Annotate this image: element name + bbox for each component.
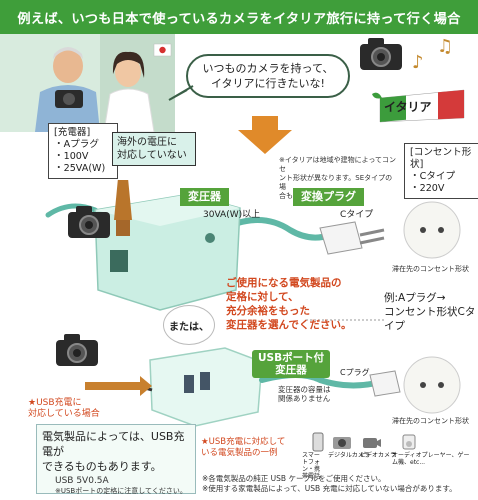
outlet-spec-line: ・220V [410,183,445,194]
usb-info-box: 電気製品によっては、USB充電が できるものもあります。 USB 5V0.5A … [36,424,196,495]
footnote-line-1: ※各電気製品の純正 USB ケーブルをご使用ください。 [202,474,386,483]
usb-info-line-4: ※USBポートの定格に注意してください。 [55,487,187,495]
italy-footnote-line-2: ント形状が異なります。SEタイプの場 [279,174,393,191]
charger-spec-header: [充電器] [54,127,91,138]
example-text: 例:Aプラグ→ コンセント形状Cタイプ [384,291,478,333]
speech-bubble: いつものカメラを持って、 イタリアに行きたいな! [186,54,350,98]
voltage-note: 海外の電圧に 対応していない [112,132,196,166]
advice-line-2: 定格に対して、 [226,291,299,303]
audio-player-icon [402,434,416,450]
conversion-plug [319,221,385,255]
usb-supported-line-1: ★USB充電に [28,398,82,408]
device-examples-title: ★USB充電に対応して いる電気製品の一例 [201,437,285,459]
charger-spec-line: ・25VA(W) [54,163,106,174]
device-examples-title-2: いる電気製品の一例 [201,448,278,458]
cable-diagram [45,180,461,427]
outlet-spec-header: [コンセント形状] [410,147,472,170]
c-plug-label: Cプラグ [340,368,370,377]
usb-capacity-line-2: 関係ありません [278,394,331,403]
camera-icon [68,206,110,238]
example-line-1: 例:Aプラグ→ [384,292,446,304]
device-label-camera: デジタルカメラ [328,452,370,459]
device-label-smartphone: スマートフォン・携帯電話 [302,452,321,480]
or-bubble: または、 [163,305,215,345]
speech-line-2: イタリアに行きたいな! [211,77,325,90]
usb-transformer-device [149,347,263,427]
charger-spec-box: [充電器] ・Aプラグ ・100V ・25VA(W) [48,123,118,179]
usb-transformer-line-1: USBポート付 [258,352,325,364]
speech-line-1: いつものカメラを持って、 [202,62,334,75]
outlet-caption-2: 滞在先のコンセント形状 [392,417,469,425]
couple-photo [0,34,175,132]
top-banner: 例えば、いつも日本で使っているカメラをイタリア旅行に持って行く場合 [0,0,478,34]
footnote-line-2: ※使用する家電製品によって、USB 充電に対応していない場合があります。 [202,483,457,493]
usb-capacity-line-1: 変圧器の容量は [278,385,331,394]
advice-line-4: 変圧器を選んでください。 [226,319,352,331]
transformer-spec: 30VA(W)以上 [203,210,261,220]
music-note-icon: ♪ [412,52,424,73]
wall-outlet-top [403,201,461,259]
voltage-note-line-2: 対応していない [117,150,187,161]
outlet-caption-1: 滞在先のコンセント形状 [392,265,469,273]
adapter-label: 変換プラグ [293,188,364,206]
banner-title: 例えば、いつも日本で使っているカメラをイタリア旅行に持って行く場合 [17,11,461,27]
music-note-icon: ♫ [437,36,454,57]
footnotes: ※各電気製品の純正 USB ケーブルをご使用ください。 ※使用する家電製品によっ… [202,474,476,493]
advice-text: ご使用になる電気製品の 定格に対して、 充分余裕をもった 変圧器を選んでください… [226,276,376,332]
wall-outlet-bottom [403,356,461,414]
down-arrow [238,116,292,154]
usb-transformer-line-2: 変圧器 [275,364,307,376]
smartphone-icon [312,432,324,452]
advice-line-3: 充分余裕をもった [226,305,310,317]
adapter-type: Cタイプ [340,210,374,220]
usb-capacity-note: 変圧器の容量は 関係ありません [278,385,331,403]
digital-camera-icon [333,437,351,449]
transformer-label: 変圧器 [180,188,229,206]
device-label-audio: オーディオプレーヤー、ゲーム機、etc... [392,452,470,466]
usb-transformer-label: USBポート付 変圧器 [252,350,331,378]
speech-tail [168,85,194,101]
device-examples-title-1: ★USB充電に対応して [201,437,286,447]
couple-illustration [0,34,175,132]
usb-supported-line-2: 対応している場合 [28,409,100,419]
example-line-2: コンセント形状Cタイプ [384,306,476,332]
italy-footnote-line-1: ※イタリアは地域や建物によってコンセ [279,156,397,173]
advice-line-1: ご使用になる電気製品の [226,277,342,289]
italy-flag [372,89,465,123]
voltage-note-line-1: 海外の電圧に [117,137,177,148]
camera-icon [360,38,402,70]
or-label: または、 [169,321,209,333]
charger-spec-line: ・100V [54,151,89,162]
italy-label: イタリア [384,100,432,114]
usb-supported-title: ★USB充電に 対応している場合 [28,398,100,420]
camera-icon [56,334,98,366]
usb-info-line-2: できるものもあります。 [42,460,162,473]
device-label-video: ビデオカメラ [360,452,397,459]
outlet-spec-line: ・Cタイプ [410,171,456,182]
charger-spec-line: ・Aプラグ [54,139,99,150]
usb-info-line-1: 電気製品によっては、USB充電が [42,430,185,458]
outlet-spec-box: [コンセント形状] ・Cタイプ ・220V [404,143,478,199]
usb-info-line-3: USB 5V0.5A [55,476,109,486]
video-camera-icon [363,438,381,448]
